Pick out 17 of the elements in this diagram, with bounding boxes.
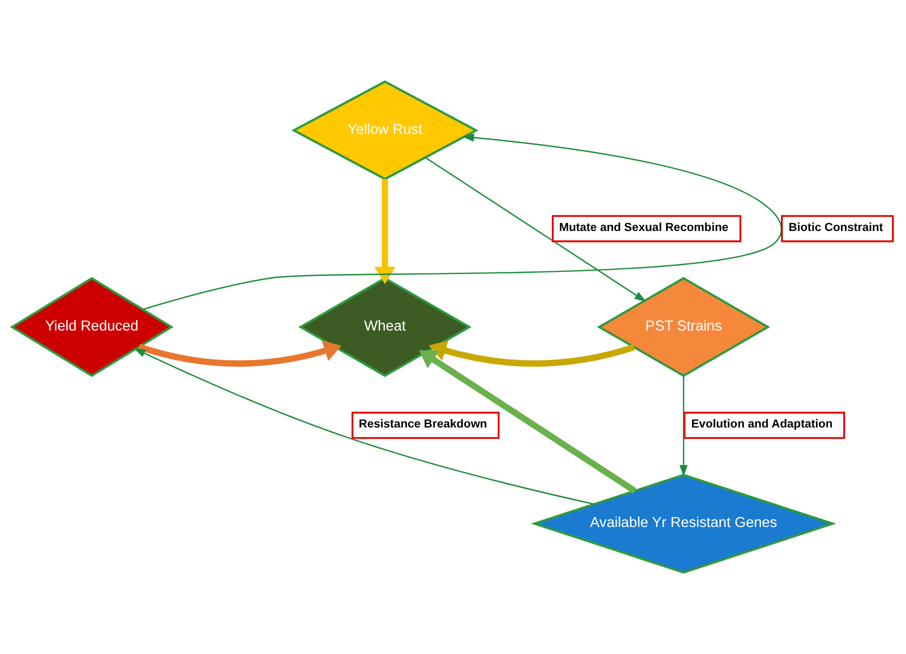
- node-diamond: Available Yr Resistant Genes: [530, 474, 836, 574]
- arrow: [418, 350, 636, 494]
- node-diamond: Yellow Rust: [291, 80, 478, 180]
- arrow: [134, 348, 594, 505]
- arrow: [679, 376, 688, 477]
- arrow: [138, 340, 342, 367]
- edge-label: Mutate and Sexual Recombine: [559, 220, 728, 234]
- arrow: [428, 340, 635, 367]
- arrow: [374, 179, 396, 284]
- arrow: [425, 157, 646, 302]
- edge-label: Biotic Constraint: [788, 220, 884, 234]
- edge-label: Resistance Breakdown: [358, 418, 488, 430]
- node-diamond: PST Strains: [596, 276, 770, 378]
- arrow: [142, 134, 782, 310]
- node-diamond: Yield Reduced: [10, 276, 174, 378]
- edge-label: Evolution and Adaptation: [691, 418, 833, 430]
- node-diamond: Wheat: [298, 276, 472, 378]
